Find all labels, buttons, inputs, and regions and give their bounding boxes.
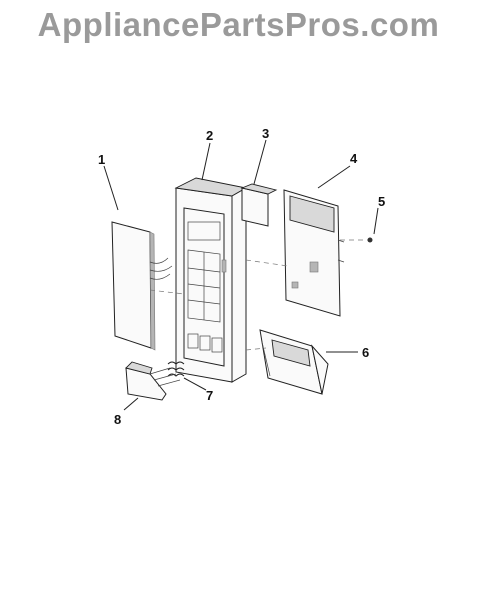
part-3-sheet (240, 183, 278, 227)
leader-lines (103, 139, 379, 411)
callout-5: 5 (378, 194, 385, 209)
callout-2: 2 (206, 128, 213, 143)
callout-1: 1 (98, 152, 105, 167)
watermark-logo: AppliancePartsPros.com (37, 6, 440, 43)
part-2-control-frame (174, 177, 248, 383)
part-6-latch-bracket (259, 329, 329, 395)
callout-6: 6 (362, 345, 369, 360)
part-4-circuit-board (283, 189, 345, 317)
callout-3: 3 (262, 126, 269, 141)
callout-7: 7 (206, 388, 213, 403)
assembly-lines (149, 239, 368, 351)
callout-8: 8 (114, 412, 121, 427)
part-1-panel (111, 221, 173, 351)
callout-4: 4 (350, 151, 358, 166)
part-8-button (125, 361, 181, 401)
part-5-screw (367, 237, 373, 243)
keypad-grid (187, 249, 221, 323)
part-7-spring (167, 361, 185, 377)
